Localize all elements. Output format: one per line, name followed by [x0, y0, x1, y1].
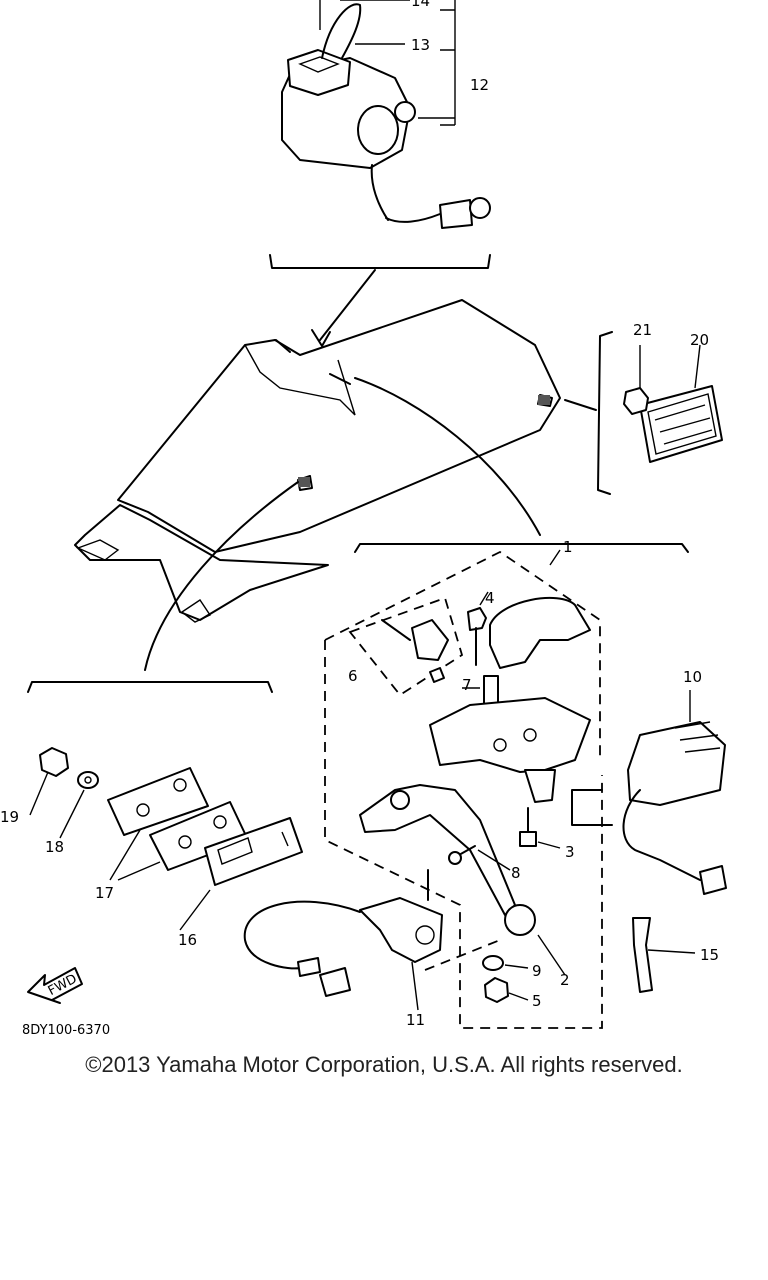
callout-3: 3 [565, 843, 575, 861]
wire-lead [144, 481, 299, 671]
callout-10: 10 [683, 668, 702, 686]
diagram-code: 8DY100-6370 [22, 1023, 110, 1038]
parts-diagram: FWD 1 2 3 4 5 6 7 8 9 10 11 12 13 14 15 … [0, 0, 727, 1038]
lever-2 [359, 784, 566, 976]
cover [489, 597, 591, 669]
callout-7: 7 [462, 676, 472, 694]
nut-21 [623, 345, 649, 415]
nut-5 [484, 977, 529, 1003]
pad-17 [107, 767, 249, 881]
nut-19 [29, 747, 69, 816]
relay-10 [622, 690, 727, 895]
callout-14: 14 [411, 0, 430, 10]
switch-housing-assembly [281, 0, 491, 229]
reflector-16 [179, 817, 303, 931]
arrow-top [319, 269, 376, 341]
snowmobile-hood [74, 299, 561, 623]
bracket-right [354, 543, 689, 553]
reflector-20 [639, 385, 723, 463]
callout-18: 18 [45, 838, 64, 856]
callout-5: 5 [532, 992, 542, 1010]
callout-17: 17 [95, 884, 114, 902]
wire-lead [354, 377, 541, 536]
callout-6: 6 [348, 667, 358, 685]
callout-4: 4 [485, 589, 495, 607]
assembly-outline [324, 549, 603, 1029]
washer-9 [482, 955, 529, 971]
sensor-11 [243, 897, 443, 1011]
switch-6 [381, 619, 449, 683]
screw-8 [448, 845, 511, 871]
fwd-arrow-icon: FWD [27, 967, 83, 1004]
callout-20: 20 [690, 331, 709, 349]
callout-12: 12 [470, 76, 489, 94]
bracket-reflector [597, 331, 613, 495]
callout-2: 2 [560, 971, 570, 989]
bolt-4 [467, 591, 489, 666]
callout-labels: 1 2 3 4 5 6 7 8 9 10 11 12 13 14 15 16 1… [0, 0, 719, 1038]
callout-15: 15 [700, 946, 719, 964]
callout-21: 21 [633, 321, 652, 339]
copyright-notice: ©2013 Yamaha Motor Corporation, U.S.A. A… [85, 1052, 683, 1077]
washer-18 [59, 771, 99, 839]
callout-1: 1 [563, 538, 573, 556]
callout-16: 16 [178, 931, 197, 949]
callout-11: 11 [406, 1011, 425, 1029]
callout-13: 13 [411, 36, 430, 54]
bolt-3 [519, 807, 561, 849]
bracket-holder [429, 697, 591, 803]
bracket-left [27, 681, 273, 693]
cable-tie-15 [632, 917, 696, 993]
callout-8: 8 [511, 864, 521, 882]
callout-19: 19 [0, 808, 19, 826]
callout-9: 9 [532, 962, 542, 980]
bracket-top [269, 254, 491, 269]
